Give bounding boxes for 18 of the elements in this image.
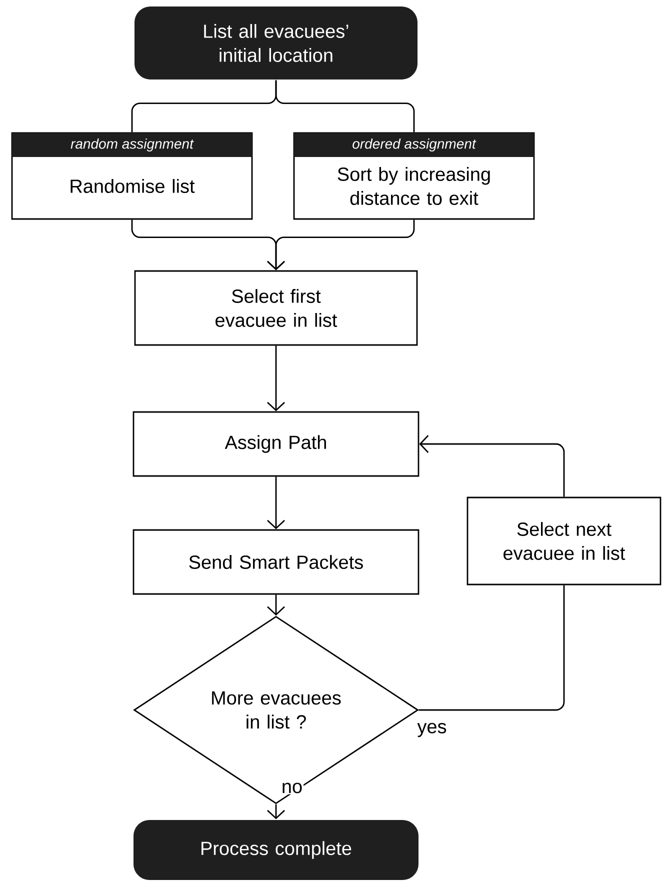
process-box: ordered assignment Sort by increasing distance to exit: [293, 132, 535, 220]
terminal-box: Process complete: [134, 820, 418, 880]
process-box: Select next evacuee in list: [466, 496, 662, 586]
header-bar: ordered assignment: [294, 133, 534, 157]
terminal-box: List all evacuees’ initial location: [134, 6, 418, 80]
process-box: Assign Path: [132, 411, 420, 477]
arrow: [267, 220, 415, 270]
arrow: [267, 346, 285, 412]
connector-line: [275, 80, 415, 132]
arrow: [419, 435, 565, 497]
process-box: Select first evacuee in list: [134, 270, 418, 346]
edge-label: yes: [416, 722, 448, 738]
header-bar: random assignment: [12, 133, 252, 157]
process-box: Send Smart Packets: [132, 529, 420, 595]
arrow: [267, 594, 285, 616]
arrow: [267, 476, 285, 530]
connector-line: [418, 585, 565, 711]
process-box: random assignment Randomise list: [11, 132, 253, 220]
